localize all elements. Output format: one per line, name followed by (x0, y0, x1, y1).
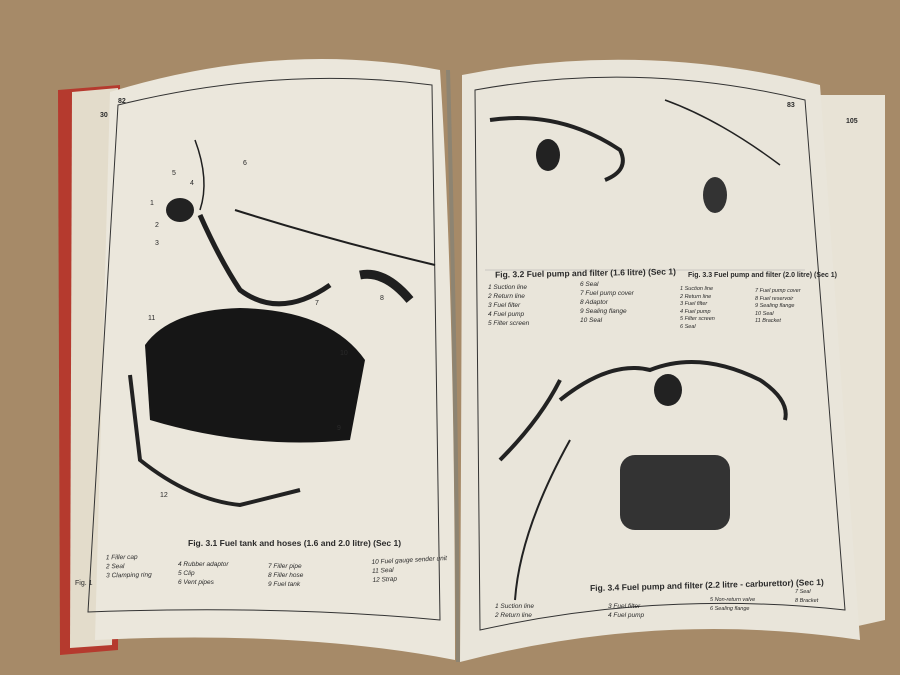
legend-item: 4 Fuel pump (608, 612, 645, 619)
legend-item: 10 Seal (580, 317, 603, 324)
fuel-pump-1-6 (536, 139, 560, 171)
legend-item: 1 Suction line (680, 286, 714, 292)
legend-item: 6 Sealing flange (710, 606, 750, 612)
legend-item: 2 Return line (495, 612, 532, 619)
callout: 2 (155, 222, 159, 229)
legend-item: 2 Return line (680, 293, 712, 300)
legend-item: 9 Fuel tank (268, 581, 301, 588)
legend-item: 7 Filler pipe (268, 563, 302, 570)
legend-item: 4 Rubber adaptor (178, 561, 229, 568)
callout: 8 (380, 295, 384, 302)
under-page-number: 30 (100, 112, 108, 119)
carburettor (620, 455, 730, 530)
legend-item: 5 Filter screen (488, 320, 530, 327)
fig-3-1-caption: Fig. 3.1 Fuel tank and hoses (1.6 and 2.… (188, 538, 402, 548)
page-number-right: 83 (787, 102, 795, 109)
legend-item: 10 Seal (755, 310, 774, 317)
legend-item: 3 Clamping ring (106, 571, 152, 580)
callout: 4 (190, 180, 194, 187)
callout: 6 (243, 160, 247, 167)
legend-item: 5 Clip (178, 570, 195, 577)
legend-item: 8 Bracket (795, 598, 819, 604)
callout: 3 (155, 240, 159, 247)
legend-item: 8 Filler hose (268, 572, 304, 579)
legend-item: 8 Adaptor (580, 299, 608, 306)
legend-item: 6 Seal (580, 281, 599, 288)
tank-strap (128, 374, 301, 508)
fuel-tank-diagram (194, 139, 436, 307)
legend-item: 6 Vent pipes (178, 579, 214, 586)
right-page (460, 59, 860, 662)
legend-item: 5 Filter screen (680, 316, 715, 322)
legend-item: 3 Fuel filter (680, 301, 708, 307)
legend-item: 8 Fuel reservoir (755, 295, 794, 302)
legend-item: 5 Non-return valve (710, 597, 756, 603)
legend-item: 3 Fuel filter (608, 603, 641, 610)
legend-item: 2 Return line (488, 293, 525, 300)
callout: 12 (160, 492, 168, 499)
legend-item: 4 Fuel pump (680, 308, 711, 315)
callout: 1 (150, 200, 154, 207)
legend-item: 11 Bracket (755, 318, 781, 324)
fuel-tank (145, 308, 365, 443)
fuel-pump-2-2 (654, 374, 682, 406)
fuel-pump-diagrams (489, 99, 788, 601)
callout: 10 (340, 350, 348, 357)
callout: 9 (337, 425, 341, 432)
fuel-pump-2-0 (703, 177, 727, 213)
legend-item: 9 Sealing flange (580, 308, 627, 315)
legend-item: 1 Suction line (495, 603, 535, 610)
callout: 11 (148, 315, 156, 322)
legend-item: 9 Sealing flange (755, 303, 795, 309)
legend-item: 6 Seal (680, 323, 696, 330)
under-page-number-right: 105 (846, 118, 858, 125)
legend-item: 3 Fuel filter (488, 302, 521, 309)
callout: 7 (315, 300, 319, 307)
book-spine-gutter (446, 69, 460, 663)
fig-3-3-caption: Fig. 3.3 Fuel pump and filter (2.0 litre… (688, 272, 837, 279)
right-page-frame (474, 76, 846, 631)
left-page-frame (87, 77, 441, 621)
callout: 5 (172, 170, 176, 177)
legend-item: 7 Fuel pump cover (755, 288, 801, 294)
legend-item: 7 Fuel pump cover (580, 290, 634, 297)
legend-item: 1 Suction line (488, 284, 528, 291)
filler-cap (166, 198, 194, 222)
legend-item: 4 Fuel pump (488, 311, 525, 318)
legend-item: 7 Seal (795, 589, 811, 595)
under-page-fig: Fig. 1 (75, 580, 93, 587)
page-number-left: 82 (118, 98, 126, 105)
